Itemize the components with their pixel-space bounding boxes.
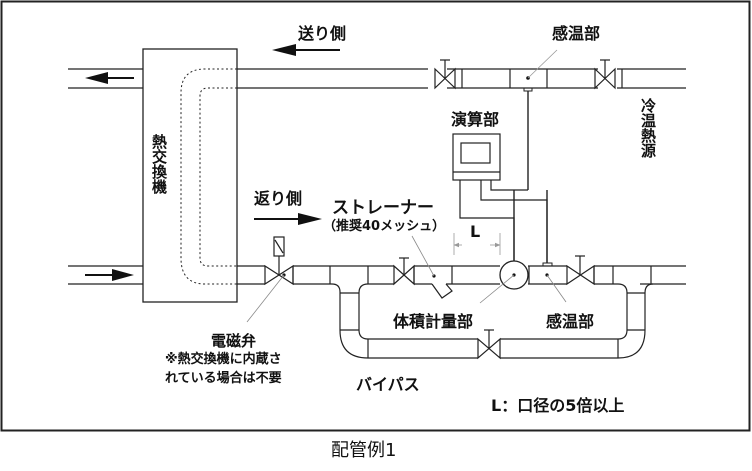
diagram-caption: 配管例1 xyxy=(331,440,397,461)
l-dimension-label: L xyxy=(470,222,481,241)
flow-meter-label: 体積計量部 xyxy=(393,312,474,331)
bypass-label: バイパス xyxy=(356,375,420,394)
temp-sensor-top-icon xyxy=(523,49,558,190)
arrow-right-icon xyxy=(254,213,322,225)
temp-sensor-bottom-icon xyxy=(542,190,595,303)
heat-exchanger-label: 熱交換機 xyxy=(150,134,168,194)
diagram-frame xyxy=(0,0,751,432)
chiller-heater-label: 冷温熱源 xyxy=(639,98,657,158)
temp-sensor-top-label: 感温部 xyxy=(552,24,601,43)
temp-sensor-bottom-label: 感温部 xyxy=(546,312,595,331)
flow-meter-icon xyxy=(479,190,529,304)
solenoid-valve-icon xyxy=(246,236,294,323)
computing-unit xyxy=(452,133,548,263)
gate-valve-icon xyxy=(594,59,623,90)
strainer-label: ストレーナー xyxy=(332,198,434,218)
heat-exchanger-internal-path xyxy=(180,68,237,285)
solenoid-note-line2: れている場合は不要 xyxy=(165,371,282,386)
gate-valve-icon xyxy=(393,257,415,286)
strainer-icon xyxy=(411,235,453,299)
bypass-pipe xyxy=(331,283,654,360)
solenoid-valve-label: 電磁弁 xyxy=(211,332,257,350)
solenoid-note-line1: ※熱交換機に内蔵さ xyxy=(165,352,282,367)
supply-pipe xyxy=(68,68,686,89)
l-dimension xyxy=(453,233,501,255)
arrow-left-icon xyxy=(272,44,340,56)
heat-exchanger xyxy=(142,48,238,303)
return-side-label: 返り側 xyxy=(254,189,303,208)
strainer-note: （推奨40メッシュ） xyxy=(323,219,446,234)
gate-valve-icon xyxy=(434,59,456,90)
arrow-right-icon xyxy=(85,269,134,281)
arrow-left-icon xyxy=(85,72,134,84)
l-definition-label: L：口径の5倍以上 xyxy=(491,396,625,415)
computing-unit-label: 演算部 xyxy=(451,110,500,129)
supply-side-label: 送り側 xyxy=(298,24,347,43)
